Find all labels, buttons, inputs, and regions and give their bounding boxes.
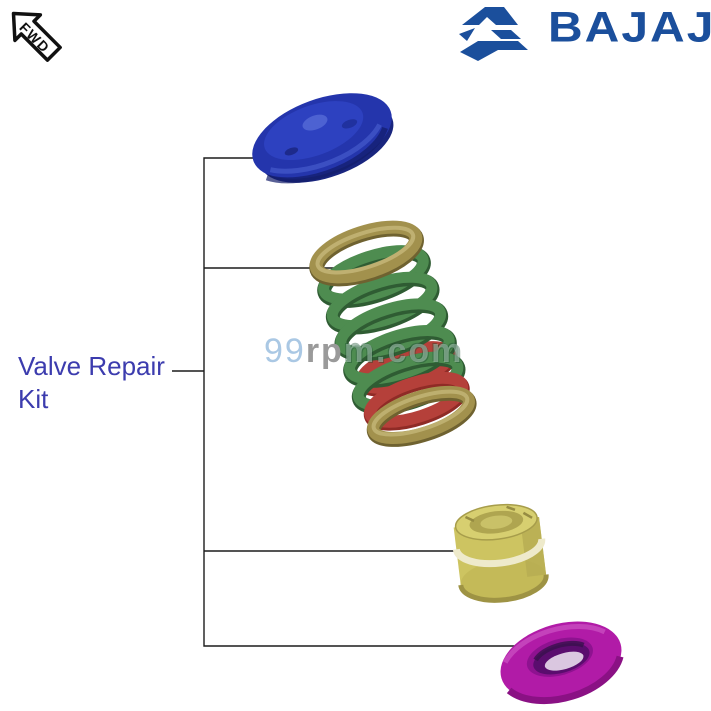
part-label-line2: Kit xyxy=(18,384,49,414)
watermark-seg2: rp xyxy=(305,332,344,370)
part-label: Valve Repair Kit xyxy=(18,350,165,416)
brand-header: BAJAJ xyxy=(452,5,711,61)
bajaj-flying-b-icon xyxy=(459,7,528,61)
valve-spring-set-icon xyxy=(309,220,477,447)
valve-stem-seal-washer-icon xyxy=(500,621,624,705)
part-label-line1: Valve Repair xyxy=(18,351,165,381)
watermark-seg3: m.com xyxy=(343,332,464,370)
brand-wordmark: BAJAJ xyxy=(548,4,711,51)
callout-line-main xyxy=(203,157,516,647)
valve-spring-retainer-cap-icon xyxy=(252,93,394,184)
watermark: 99rpm.com xyxy=(264,334,463,368)
fwd-arrow-outline xyxy=(11,11,62,62)
valve-tappet-bucket-icon xyxy=(452,503,549,603)
fwd-arrow-stamp: FWD xyxy=(11,11,62,62)
watermark-seg1: 99 xyxy=(264,332,306,370)
